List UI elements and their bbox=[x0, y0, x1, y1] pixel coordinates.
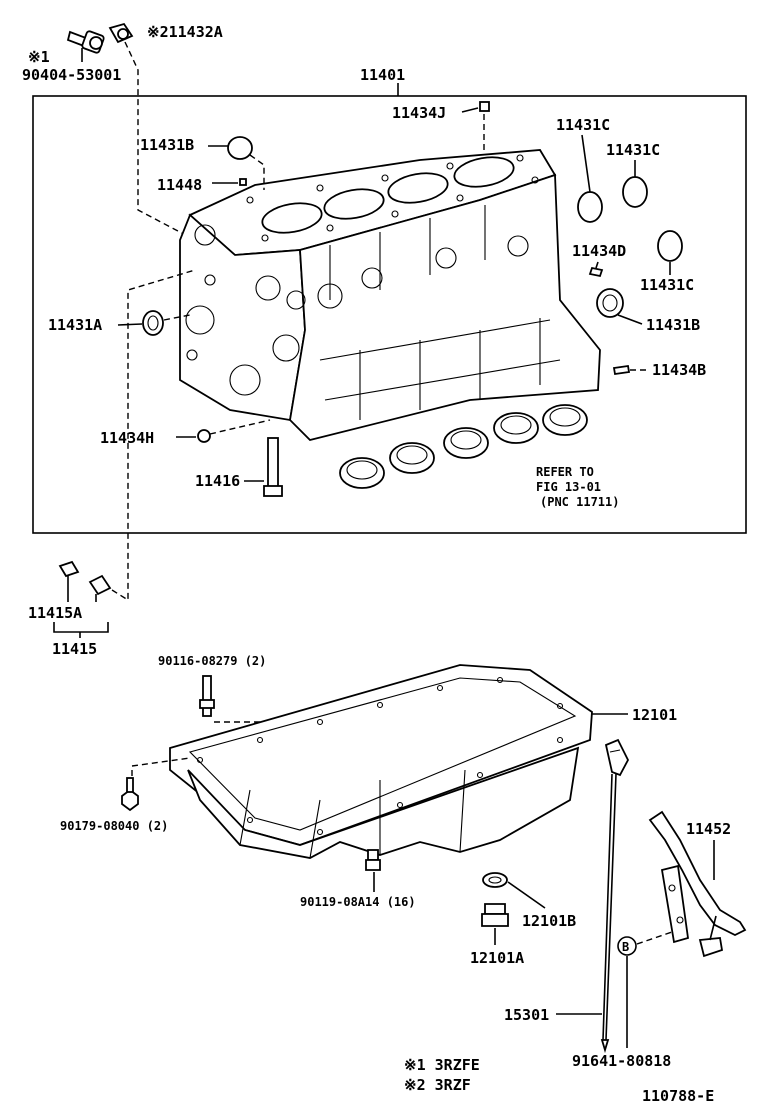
leader-12101b bbox=[507, 881, 546, 909]
label-11416: 11416 bbox=[195, 472, 240, 490]
label-90119: 90119-08A14 (16) bbox=[300, 895, 416, 909]
label-90116: 90116-08279 (2) bbox=[158, 654, 266, 668]
plug-11431c-3-icon bbox=[657, 230, 683, 262]
block-group-frame bbox=[32, 95, 747, 534]
leader-11415a bbox=[67, 576, 97, 602]
label-91641: 91641-80818 bbox=[572, 1052, 671, 1070]
bolt-90404-icon bbox=[66, 30, 105, 54]
gasket-12101b-icon bbox=[482, 872, 508, 888]
note-1: ※1 3RZFE bbox=[404, 1056, 480, 1074]
dash-11434h bbox=[209, 419, 271, 435]
label-11431a: 11431A bbox=[48, 316, 102, 334]
dash-circle-b bbox=[636, 931, 673, 945]
label-11434b: 11434B bbox=[652, 361, 706, 379]
leader-11431a bbox=[117, 323, 143, 326]
leader-11432a bbox=[124, 41, 196, 241]
stud-90116-icon bbox=[199, 675, 215, 717]
label-90404: 90404-53001 bbox=[22, 66, 121, 84]
label-12101: 12101 bbox=[632, 706, 677, 724]
pin-11434j-icon bbox=[479, 101, 490, 112]
label-11431c-1: 11431C bbox=[556, 116, 610, 134]
label-11431c-2: 11431C bbox=[606, 141, 660, 159]
dipstick-guide-11452-icon bbox=[648, 810, 747, 958]
label-refer-1: REFER TO bbox=[536, 465, 594, 479]
oil-pan-icon bbox=[169, 664, 593, 859]
label-refer-2: FIG 13-01 bbox=[536, 480, 601, 494]
bolt-90119-icon bbox=[365, 849, 381, 871]
label-note-1: ※1 bbox=[28, 48, 50, 66]
label-refer-3: (PNC 11711) bbox=[540, 495, 619, 509]
dipstick-15301-icon bbox=[600, 738, 630, 1054]
leader-11431b-right bbox=[617, 314, 643, 325]
dash-90179 bbox=[131, 757, 191, 776]
pin-11448-icon bbox=[239, 178, 247, 186]
dash-11431a bbox=[163, 314, 191, 321]
label-11448: 11448 bbox=[157, 176, 202, 194]
label-11434j: 11434J bbox=[392, 104, 446, 122]
bearing-11431b-icon bbox=[596, 288, 624, 318]
label-circle-b: B bbox=[622, 940, 629, 954]
bearing-11431b-inner-icon bbox=[602, 294, 618, 312]
stud-11416-icon bbox=[263, 437, 283, 497]
dash-11431b-top bbox=[249, 154, 265, 190]
pin-11434d-icon bbox=[588, 266, 604, 278]
label-11415: 11415 bbox=[52, 640, 97, 658]
crank-bearings-icon bbox=[339, 404, 588, 489]
label-11432a: ※211432A bbox=[147, 23, 223, 41]
bearing-11431a-icon bbox=[142, 310, 164, 336]
plug-12101a-icon bbox=[481, 903, 509, 927]
label-11434d: 11434D bbox=[572, 242, 626, 260]
leader-11431c-1 bbox=[581, 134, 591, 193]
plug-11431c-2-icon bbox=[622, 176, 648, 208]
bearing-11431a-inner-icon bbox=[147, 315, 159, 331]
dash-11415 bbox=[111, 269, 196, 602]
label-11401: 11401 bbox=[360, 66, 405, 84]
label-12101b: 12101B bbox=[522, 912, 576, 930]
pin-11434h-icon bbox=[197, 429, 211, 443]
label-11415a: 11415A bbox=[28, 604, 82, 622]
note-2: ※2 3RZF bbox=[404, 1076, 471, 1094]
label-11431c-3: 11431C bbox=[640, 276, 694, 294]
label-11431b-top: 11431B bbox=[140, 136, 194, 154]
label-90179: 90179-08040 (2) bbox=[60, 819, 168, 833]
plug-11415a-1-icon bbox=[58, 560, 80, 578]
label-15301: 15301 bbox=[504, 1006, 549, 1024]
label-12101a: 12101A bbox=[470, 949, 524, 967]
leader-11434d bbox=[595, 261, 599, 269]
plug-11415a-2-icon bbox=[88, 574, 112, 596]
bracket-11415 bbox=[53, 622, 109, 638]
plug-11431c-1-icon bbox=[577, 191, 603, 223]
figure-id: 110788-E bbox=[642, 1087, 714, 1105]
label-11452: 11452 bbox=[686, 820, 731, 838]
ref-b-circle bbox=[617, 936, 637, 956]
label-11434h: 11434H bbox=[100, 429, 154, 447]
bolt-90179-icon bbox=[121, 777, 139, 812]
gasket-12101b-inner-icon bbox=[488, 876, 502, 884]
leader-11434j bbox=[461, 107, 479, 113]
cylinder-block-icon bbox=[179, 149, 601, 441]
plug-11432a-icon bbox=[108, 22, 134, 44]
pin-11434b-icon bbox=[612, 364, 631, 376]
label-11431b-right: 11431B bbox=[646, 316, 700, 334]
plug-11431b-top-icon bbox=[227, 136, 253, 160]
